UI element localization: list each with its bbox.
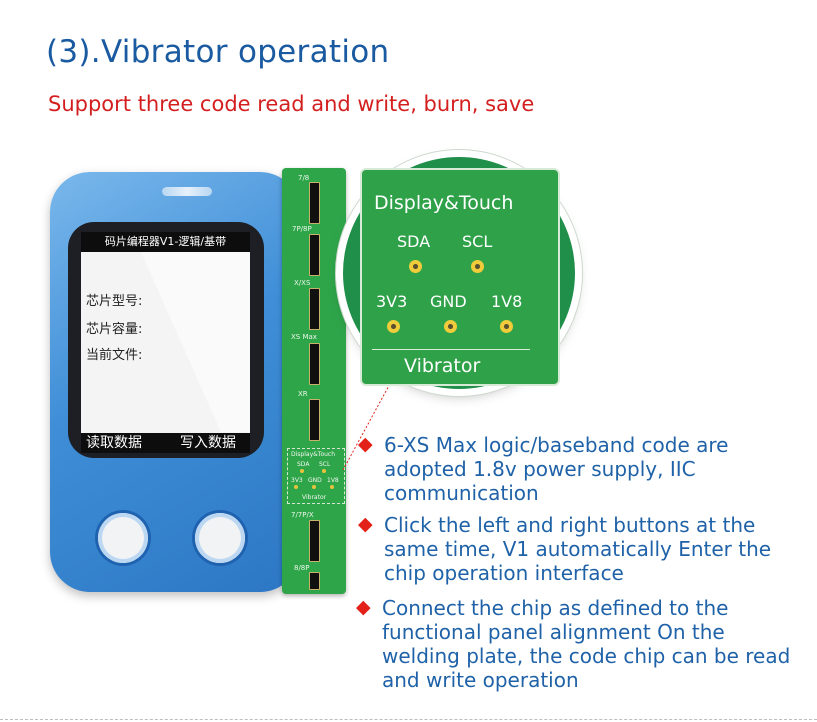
- mini-title: Display&Touch: [291, 451, 336, 458]
- connector-x-xs[interactable]: [309, 288, 320, 330]
- sda-pad: [409, 260, 422, 273]
- connector-label-7p-8p: 7P/8P: [292, 225, 312, 233]
- connector-7-8[interactable]: [309, 182, 320, 224]
- zoom-gnd-label: GND: [430, 292, 467, 311]
- chip-model-label: 芯片型号:: [86, 294, 143, 309]
- mini-1v8: 1V8: [327, 477, 339, 484]
- mini-scl: SCL: [319, 461, 331, 468]
- zoom-scl-label: SCL: [462, 232, 493, 251]
- mini-pad: [330, 485, 334, 489]
- screen-glare: [141, 252, 250, 432]
- mini-pad: [312, 485, 316, 489]
- page-subtitle: Support three code read and write, burn,…: [48, 92, 535, 116]
- connector-label-7-7p-x: 7/7P/X: [291, 511, 314, 519]
- note-2: Click the left and right buttons at the …: [384, 513, 772, 585]
- note-1: 6-XS Max logic/baseband code are adopted…: [384, 433, 729, 505]
- 1v8-pad: [500, 320, 513, 333]
- connector-8-8p[interactable]: [309, 572, 320, 590]
- zoom-1v8-label: 1V8: [491, 292, 523, 311]
- connector-xs-max[interactable]: [309, 343, 320, 385]
- diamond-icon: ◆: [358, 513, 373, 535]
- connector-7p-8p[interactable]: [309, 234, 320, 276]
- zoom-title: Display&Touch: [374, 192, 514, 214]
- connector-label-7-8: 7/8: [298, 174, 310, 182]
- connector-7-7p-x[interactable]: [309, 520, 320, 562]
- chip-capacity-label: 芯片容量:: [86, 322, 143, 337]
- page-title: (3).Vibrator operation: [46, 34, 390, 70]
- zoom-vibrator-label: Vibrator: [404, 355, 481, 377]
- diamond-icon: ◆: [358, 433, 373, 455]
- bottom-divider: [0, 719, 817, 721]
- mini-gnd: GND: [308, 477, 322, 484]
- diamond-icon: ◆: [356, 596, 371, 618]
- zoom-sda-label: SDA: [397, 232, 431, 251]
- mini-pad: [294, 485, 298, 489]
- connector-label-xs-max: XS Max: [291, 333, 317, 341]
- connector-label-xr: XR: [298, 390, 308, 398]
- function-panel: 7/8 7P/8P X/XS XS Max XR 7/7P/X 8/8P: [282, 168, 346, 594]
- zoom-divider: [372, 349, 530, 350]
- mini-vibrator: Vibrator: [302, 494, 327, 501]
- right-round-button[interactable]: [195, 513, 245, 563]
- mini-pad: [322, 469, 326, 473]
- connector-label-8-8p: 8/8P: [294, 564, 310, 572]
- read-data-button[interactable]: 读取数据: [86, 435, 142, 451]
- note-3: Connect the chip as defined to the funct…: [382, 596, 791, 692]
- zoom-3v3-label: 3V3: [376, 292, 408, 311]
- screen-footer: [81, 433, 250, 453]
- connector-label-x-xs: X/XS: [294, 279, 311, 287]
- mini-sda: SDA: [297, 461, 310, 468]
- mini-display-touch-block: Display&Touch SDA SCL 3V3 GND 1V8 Vibrat…: [287, 448, 345, 504]
- speaker-grille: [162, 187, 212, 196]
- gnd-pad: [444, 320, 457, 333]
- 3v3-pad: [387, 320, 400, 333]
- mini-3v3: 3V3: [291, 477, 303, 484]
- connector-xr[interactable]: [309, 399, 320, 441]
- scl-pad: [471, 260, 484, 273]
- current-file-label: 当前文件:: [86, 348, 143, 363]
- screen-header: 码片编程器V1-逻辑/基带: [81, 232, 250, 252]
- left-round-button[interactable]: [98, 513, 148, 563]
- mini-pad: [300, 469, 304, 473]
- write-data-button[interactable]: 写入数据: [180, 435, 236, 451]
- device-screen: [81, 232, 250, 453]
